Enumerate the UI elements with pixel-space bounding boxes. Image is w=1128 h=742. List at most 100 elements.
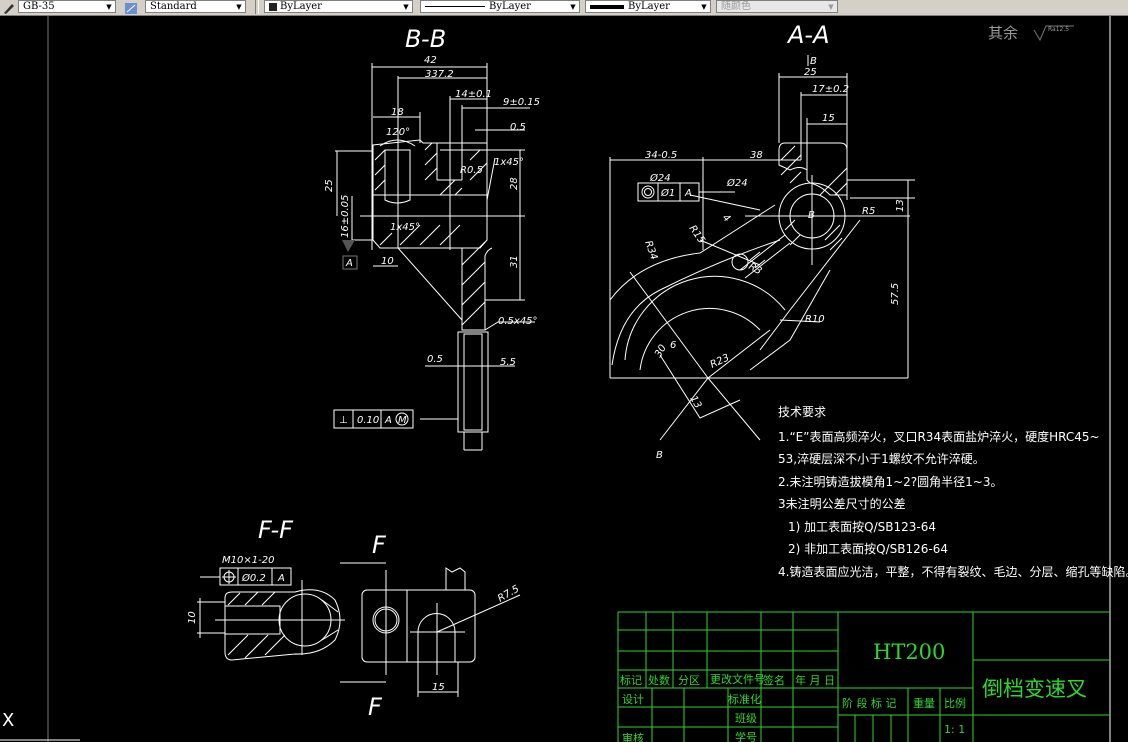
linetype-dropdown[interactable]: ByLayer▼ — [420, 0, 580, 13]
dim-label: R15 — [687, 223, 707, 245]
dim-label: 14±0.1 — [455, 89, 492, 100]
datum-label: A — [345, 258, 353, 269]
header-cell: 年 月 日 — [795, 673, 835, 687]
title-block: HT200 倒档变速叉 标记 处数 分区 更改文件号 签名 年 月 日 设计 标… — [617, 611, 1110, 742]
dim-label: R10 — [805, 314, 825, 325]
requirement-line: 3未注明公差尺寸的公差 — [778, 496, 906, 511]
requirement-line: 2) 非加工表面按Q/SB126-64 — [788, 542, 948, 556]
dim-label: 30 — [653, 343, 669, 360]
dim-label: R0.5 — [460, 165, 483, 176]
header-cell: 处数 — [648, 674, 670, 687]
student-id-label: 学号 — [735, 730, 757, 742]
dim-label: 1x45° — [494, 157, 524, 168]
color-swatch — [269, 2, 277, 11]
dim-label: 25 — [324, 179, 335, 192]
dim-label: 1x45° — [390, 222, 420, 233]
svg-text:M: M — [398, 415, 407, 426]
header-cell: 更改文件号 — [710, 672, 765, 686]
roughness-note: 其余 — [988, 24, 1018, 42]
dim-label: 13 — [895, 199, 906, 212]
svg-text:0.10: 0.10 — [357, 415, 379, 426]
dim-label: 120° — [386, 127, 410, 138]
color-dropdown[interactable]: ByLayer▼ — [264, 0, 413, 13]
roughness-value: Ra12.5 — [1048, 26, 1069, 33]
dim-label: 25 — [804, 67, 817, 78]
dim-style-dropdown[interactable]: Standard▼ — [145, 0, 246, 13]
chevron-down-icon: ▼ — [103, 1, 115, 12]
stage-mark-label: 阶 段 标 记 — [842, 696, 897, 710]
dim-style-icon[interactable] — [124, 0, 138, 14]
toolbar-separator — [255, 0, 259, 14]
dim-label: 6 — [670, 340, 676, 351]
cut-label: B — [656, 450, 663, 461]
dim-label: 15 — [432, 682, 445, 693]
ucs-icon: X — [2, 710, 14, 731]
dim-label: R23 — [709, 352, 731, 370]
scale-label: 比例 — [944, 696, 966, 710]
part-name: 倒档变速叉 — [982, 677, 1087, 701]
header-cell: 分区 — [678, 674, 700, 687]
tolerance-frame-concentricity: Ø1 A — [637, 182, 735, 202]
scale-value: 1: 1 — [944, 723, 965, 736]
section-view-bb: B-B — [324, 25, 540, 451]
requirement-line: 1.“E”表面高频淬火，叉口R34表面盐炉淬火，硬度HRC45~ — [778, 429, 1100, 444]
chevron-down-icon: ▼ — [233, 1, 245, 12]
cut-label-top: F — [372, 531, 387, 559]
header-cell: 签名 — [763, 673, 785, 687]
plot-style-dropdown: 随颜色▼ — [716, 0, 838, 13]
view-title-bb: B-B — [405, 25, 446, 53]
dim-label: 0.5 — [427, 354, 443, 365]
text-style-dropdown[interactable]: GB-35▼ — [18, 0, 116, 13]
datum-triangle-icon — [342, 240, 355, 252]
lineweight-dropdown[interactable]: ByLayer▼ — [585, 0, 711, 13]
chevron-down-icon: ▼ — [567, 1, 579, 12]
text-style-icon[interactable] — [2, 0, 16, 14]
chevron-down-icon: ▼ — [825, 1, 837, 12]
dim-label: 4 — [720, 212, 732, 224]
svg-text:A: A — [277, 573, 285, 584]
view-title-ff: F-F — [258, 516, 294, 544]
section-view-ff: F-F M10×1-20 Ø0.2 A — [187, 516, 521, 721]
svg-text:Ø1: Ø1 — [660, 187, 675, 199]
class-label: 班级 — [735, 712, 757, 725]
design-label: 设计 — [622, 693, 644, 706]
dim-label: 16±0.05 — [340, 195, 351, 238]
dim-label: 31 — [509, 255, 520, 268]
header-cell: 标记 — [620, 673, 642, 687]
section-mark: B — [810, 56, 817, 67]
dim-label: 0.5x45° — [498, 316, 538, 327]
lineweight-sample — [590, 4, 624, 9]
drawing-canvas[interactable]: 其余 Ra12.5 B-B — [0, 16, 1128, 742]
tolerance-frame-position: Ø0.2 A — [200, 567, 292, 586]
dim-label: R34 — [642, 239, 659, 261]
dim-label: 42 — [424, 55, 437, 66]
requirement-line: 2.未注明铸造拔模角1~2?圆角半径1~3。 — [778, 474, 1002, 489]
svg-text:⊥: ⊥ — [339, 415, 348, 426]
dim-label: 38 — [750, 150, 763, 161]
requirement-line: 1) 加工表面按Q/SB123-64 — [788, 520, 936, 534]
dim-label: R5 — [862, 206, 875, 217]
technical-requirements: 技术要求 1.“E”表面高频淬火，叉口R34表面盐炉淬火，硬度HRC45~ 53… — [778, 405, 1128, 579]
dim-label: Ø24 — [649, 172, 671, 184]
svg-text:Ø0.2: Ø0.2 — [241, 572, 266, 584]
section-view-aa: A-A B — [609, 21, 915, 461]
dim-label: R7.5 — [496, 584, 521, 605]
requirement-line: 53,淬硬层深不小于1螺纹不允许淬硬。 — [778, 451, 985, 466]
center-label: B — [808, 210, 815, 221]
dim-label: 0.5 — [510, 122, 526, 133]
review-label: 审核 — [622, 731, 644, 742]
dim-label: Ø24 — [726, 177, 748, 189]
linetype-sample — [425, 6, 485, 7]
properties-toolbar: GB-35▼ Standard▼ ByLayer▼ ByLayer▼ ByLay… — [0, 0, 1128, 16]
dim-label: 34-0.5 — [645, 150, 677, 161]
chevron-down-icon: ▼ — [698, 1, 710, 12]
svg-text:A: A — [684, 188, 692, 199]
dim-label: 18 — [391, 107, 404, 118]
dim-label: 57.5 — [890, 283, 901, 305]
dim-label: 15 — [822, 113, 835, 124]
cut-label-bottom: F — [368, 693, 383, 721]
requirement-line: 4.铸造表面应光洁，平整，不得有裂纹、毛边、分层、缩孔等缺陷。 — [778, 564, 1128, 579]
dim-label: 13 — [687, 394, 703, 411]
dim-label: 17±0.2 — [812, 84, 849, 95]
svg-text:A: A — [384, 415, 392, 426]
